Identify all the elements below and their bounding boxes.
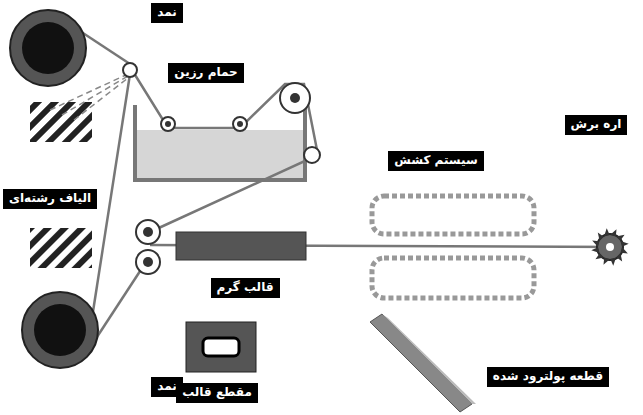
part-label: الیاف رشته‌ای [3,189,97,209]
guide-rollers [123,63,320,274]
fiber-creel [30,102,92,142]
part-label: نمد [151,3,182,23]
heated-die [176,232,306,260]
part-label: اره برش [565,115,628,135]
pultruded-part [370,314,472,412]
part-label: حمام رزین [168,63,243,83]
cutoff-saw [591,228,628,265]
fiber-creel [30,228,92,268]
mat-roll [10,10,86,86]
part-label: قالب گرم [211,278,280,298]
part-label: قطعه پولترود شده [487,367,609,387]
die-cross-section [186,322,256,372]
part-label: سیستم کشش [388,151,484,171]
pultruded-part-edge [382,314,476,404]
mat-roll [22,292,98,368]
part-label: مقطع قالب [176,383,258,403]
resin-liquid [137,130,303,178]
puller [372,196,534,298]
reinforcement-path [48,10,622,340]
